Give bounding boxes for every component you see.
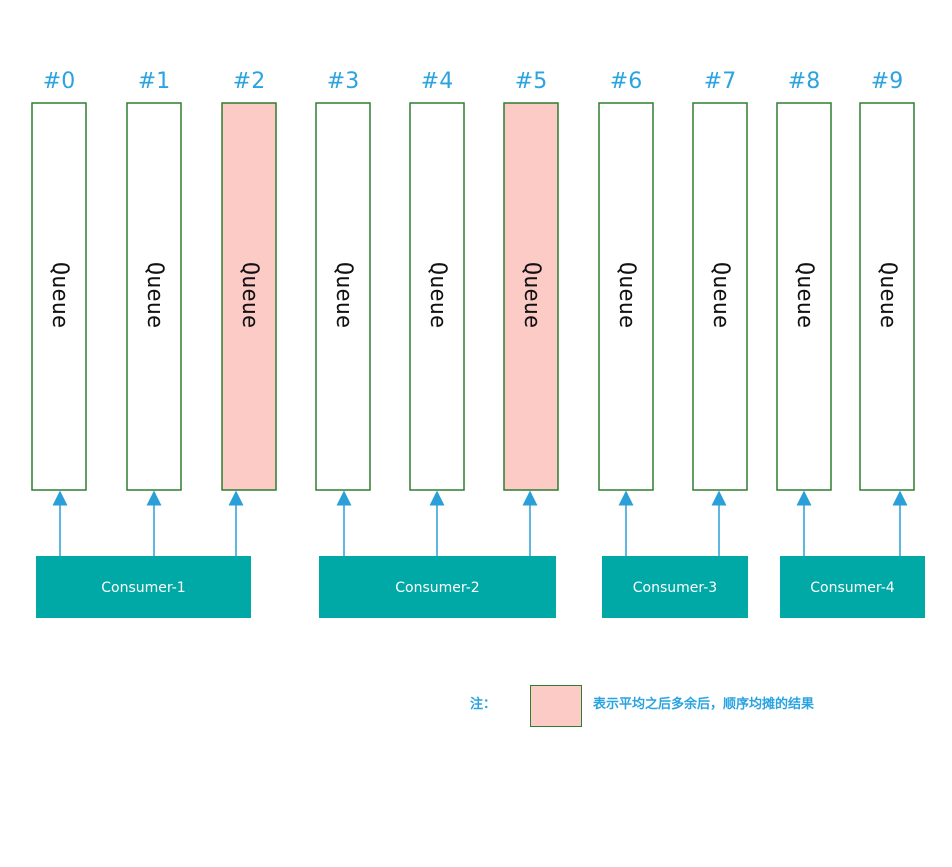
queue-box (221, 102, 277, 491)
consumer-2: Consumer-2 (319, 556, 556, 618)
queue-index-label: #6 (610, 69, 642, 94)
queue-box (126, 102, 182, 491)
queue-box (859, 102, 915, 491)
queue-text: Queue (425, 262, 450, 328)
queue-box (692, 102, 748, 491)
consumer-box (36, 556, 251, 618)
consumer-1: Consumer-1 (36, 556, 251, 618)
queue-text: Queue (614, 262, 639, 328)
queue-index-label: #9 (871, 69, 903, 94)
queue-index-label: #4 (421, 69, 453, 94)
queue-box (503, 102, 559, 491)
queue-text: Queue (792, 262, 817, 328)
queue-text: Queue (142, 262, 167, 328)
consumer-label: Consumer-4 (810, 580, 895, 596)
queue-box (598, 102, 654, 491)
queue-text: Queue (875, 262, 900, 328)
queue-index-label: #5 (515, 69, 547, 94)
queue-box (409, 102, 465, 491)
queue-index-label: #3 (327, 69, 359, 94)
queue-text: Queue (331, 262, 356, 328)
queue-box (31, 102, 87, 491)
consumer-label: Consumer-3 (633, 580, 717, 596)
queue-text: Queue (708, 262, 733, 328)
consumer-4: Consumer-4 (780, 556, 925, 618)
consumer-3: Consumer-3 (602, 556, 748, 618)
consumer-box (319, 556, 556, 618)
legend-label: 注： (470, 697, 497, 712)
consumer-label: Consumer-2 (395, 580, 479, 596)
legend-text: 表示平均之后多余后，顺序均摊的结果 (593, 697, 815, 712)
queue-box (776, 102, 832, 491)
queue-text: Queue (47, 262, 72, 328)
queue-index-label: #1 (138, 69, 170, 94)
legend-swatch (530, 685, 582, 727)
consumer-box (602, 556, 748, 618)
queue-index-label: #7 (704, 69, 736, 94)
queue-index-label: #2 (233, 69, 265, 94)
queue-text: Queue (519, 262, 544, 328)
consumer-box (780, 556, 925, 618)
queue-index-label: #0 (43, 69, 75, 94)
queue-index-label: #8 (788, 69, 820, 94)
consumer-label: Consumer-1 (101, 580, 185, 596)
queue-box (315, 102, 371, 491)
queue-text: Queue (237, 262, 262, 328)
